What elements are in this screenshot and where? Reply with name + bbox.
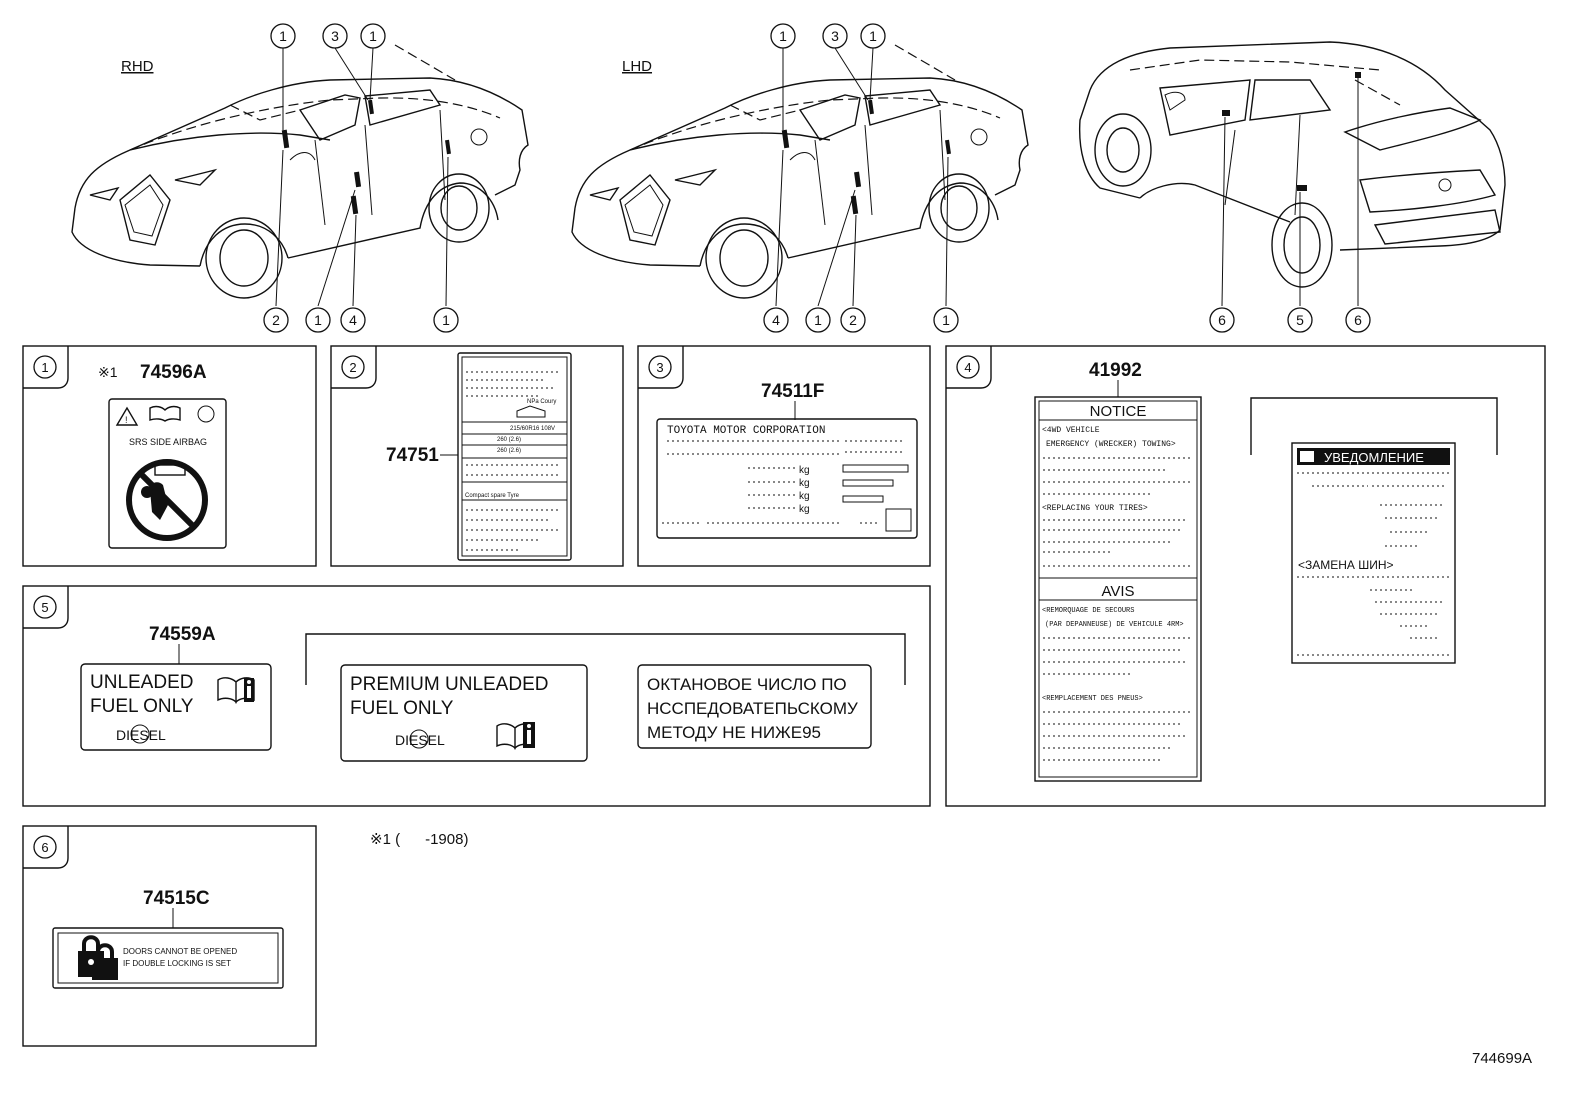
unit-label: kg [799,465,810,476]
unit-label: kg [799,478,810,489]
callout-number: 1 [442,312,450,328]
diesel-crossed: DIESEL [395,732,445,748]
callout-number: 1 [279,28,287,44]
svg-text:!: ! [125,415,128,425]
fuel-label-line: FUEL ONLY [90,696,194,717]
callout-circle [860,23,886,49]
panel-2: 2 74751 NPa Coury 215/60R16 108V 260 (2.… [330,345,624,567]
fuel-label-line: НССПЕДОВАТЕПЬСКОМУ [647,699,858,718]
callout-circle [763,307,789,333]
callout-number: 2 [272,312,280,328]
car-front-drawing-rhd [71,44,529,299]
callout-number: 5 [1296,312,1304,328]
notice-line: <4WD VEHICLE [1042,426,1100,435]
callout-circle [1209,307,1235,333]
fuel-label-line: UNLEADED [90,672,193,693]
callout-circle [340,307,366,333]
rhd-label: RHD [121,58,154,75]
footnote: ※1 ( -1908) [370,831,468,848]
panel-index: 5 [41,600,48,615]
panel-index: 2 [349,360,356,375]
ru-title: УВЕДОМЛЕНИЕ [1324,450,1424,465]
avis-line: <REMORQUAGE DE SECOURS [1042,607,1134,615]
callout-number: 2 [849,312,857,328]
callout-circle [933,307,959,333]
avis-line: <REMPLACEMENT DES PNEUS> [1042,695,1143,703]
part-number: 74515C [143,888,210,909]
rear-view: 6 5 6 [1078,41,1506,333]
panel-index: 6 [41,840,48,855]
panel-6: 6 74515C DOORS CANNOT BE OPENED IF DOUBL… [22,825,317,1047]
callout-number: 1 [369,28,377,44]
callout-number: 1 [942,312,950,328]
no-child-seat-icon [126,459,208,541]
padlock-icon [78,935,118,980]
panel-index: 3 [656,360,663,375]
tire-label-line: 215/60R16 108V [510,426,555,432]
car-rear-drawing [1078,41,1506,288]
note-mark: ※1 [98,364,118,380]
notice-line: <REPLACING YOUR TIRES> [1042,504,1148,513]
tire-label-line: 260 (2.6) [497,437,521,443]
panel-index: 4 [964,360,971,375]
callout-number: 6 [1218,312,1226,328]
part-number: 74596A [140,362,207,383]
callout-number: 3 [331,28,339,44]
part-number: 41992 [1089,360,1142,381]
callout-circle [840,307,866,333]
callout-number: 4 [349,312,357,328]
car-front-drawing-lhd [571,44,1029,299]
avis-line: (PAR DEPANNEUSE) DE VEHICULE 4RM> [1045,621,1184,629]
panel-3: 3 74511F TOYOTA MOTOR CORPORATION kg kg … [637,345,931,567]
tire-label-line: 260 (2.6) [497,448,521,454]
part-number: 74559A [149,624,216,645]
lock-label-line: IF DOUBLE LOCKING IS SET [123,959,231,968]
callout-circle [360,23,386,49]
unit-label: kg [799,491,810,502]
tire-label-line: NPa Coury [527,399,556,405]
callout-circle [770,23,796,49]
callout-circle [822,23,848,49]
callout-number: 1 [779,28,787,44]
rhd-view: RHD [71,23,529,333]
avis-title: AVIS [1101,583,1134,600]
lhd-label: LHD [622,58,652,75]
callout-circle [270,23,296,49]
ru-section: <ЗАМЕНА ШИН> [1298,558,1394,572]
fuel-label-line: FUEL ONLY [350,698,454,719]
callout-circle [322,23,348,49]
callout-number: 4 [772,312,780,328]
panel-5: 5 74559A UNLEADED FUEL ONLY DIESEL PREMI… [22,585,931,807]
callout-circle [1287,307,1313,333]
part-number: 74751 [386,445,439,466]
fuel-label-line: МЕТОДУ НЕ НИЖЕ95 [647,723,821,742]
notice-title: NOTICE [1090,403,1147,420]
callout-number: 1 [814,312,822,328]
callout-circle [805,307,831,333]
notice-line: EMERGENCY (WRECKER) TOWING> [1046,440,1176,449]
callout-number: 6 [1354,312,1362,328]
fuel-label-line: ОКТАНОВОЕ ЧИСЛО ПО [647,675,847,694]
callout-circle [1345,307,1371,333]
callout-number: 1 [869,28,877,44]
callout-number: 1 [314,312,322,328]
panel-index: 1 [41,360,48,375]
unit-label: kg [799,504,810,515]
panel-4: 4 41992 NOTICE <4WD VEHICLE EMERGENCY (W… [945,345,1546,807]
callout-number: 3 [831,28,839,44]
callout-circle [433,307,459,333]
lhd-view: LHD [571,23,1029,333]
callout-circle [263,307,289,333]
maker-header: TOYOTA MOTOR CORPORATION [667,425,825,437]
panel-1: 1 ※1 74596A ! SRS SIDE AIRBAG [22,345,317,567]
drawing-number: 744699A [1472,1050,1532,1067]
lock-label-line: DOORS CANNOT BE OPENED [123,947,237,956]
tire-label-line: Compact spare Tyre [465,493,520,499]
airbag-label: SRS SIDE AIRBAG [129,437,207,447]
diesel-crossed: DIESEL [116,727,166,743]
part-number: 74511F [761,381,824,402]
fuel-label-line: PREMIUM UNLEADED [350,674,548,695]
callout-circle [305,307,331,333]
